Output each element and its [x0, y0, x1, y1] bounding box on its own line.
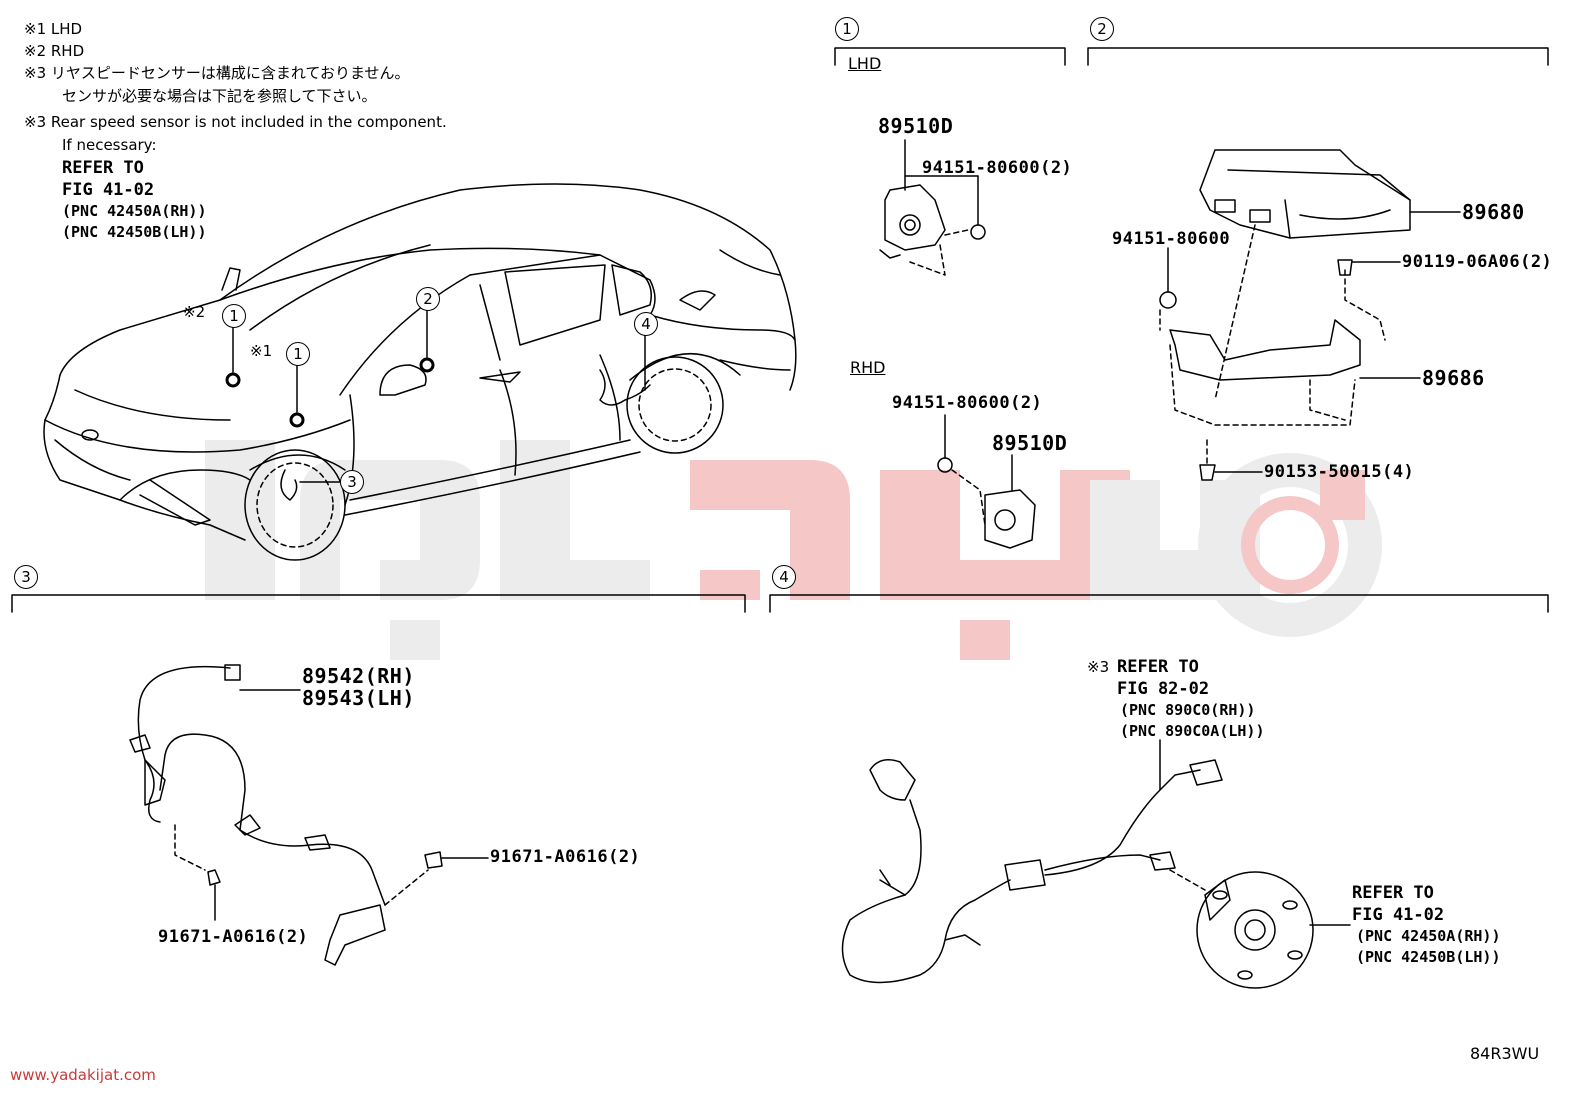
section4-pnc-lh: (PNC 890C0A(LH)) [1120, 722, 1265, 740]
section4-rear-wire-hub [841, 739, 1351, 989]
section1-lhd-label: LHD [848, 54, 882, 73]
section2-nut-number: 94151-80600 [1112, 229, 1231, 249]
section2-bolt2-number: 90153-50015(4) [1264, 462, 1415, 482]
section4-fig: FIG 82-02 [1117, 679, 1210, 699]
diagram-code: 84R3WU [1470, 1044, 1540, 1063]
note-rear-sensor-ja-1: ※3 リヤスピードセンサーは構成に含まれておりません。 [24, 64, 410, 82]
car-illustration [43, 183, 797, 561]
section1-number: 1 [835, 17, 859, 41]
car-lhd-mark: ※1 [250, 342, 273, 360]
car-callout-1-lhd[interactable]: 1 [286, 342, 310, 366]
section1-lhd-nut-number: 94151-80600(2) [922, 158, 1073, 178]
section2-computer-number: 89680 [1462, 200, 1525, 224]
section4-mark: ※3 [1087, 658, 1110, 676]
note-pnc-lh: (PNC 42450B(LH)) [62, 223, 207, 241]
section4-pnc2-rh: (PNC 42450A(RH)) [1356, 927, 1501, 945]
section3-frame [11, 594, 746, 613]
section4-frame [769, 594, 1549, 613]
section1-rhd-label: RHD [850, 358, 886, 377]
section3-bolt-right: 91671-A0616(2) [490, 847, 641, 867]
section4-refer-to: REFER TO [1117, 657, 1199, 677]
section4-pnc-rh: (PNC 890C0(RH)) [1120, 701, 1256, 719]
section4-pnc2-lh: (PNC 42450B(LH)) [1356, 948, 1501, 966]
section4-refer-to-2: REFER TO [1352, 883, 1434, 903]
note-pnc-rh: (PNC 42450A(RH)) [62, 202, 207, 220]
section1-rhd-part-number: 89510D [992, 431, 1068, 455]
section4-fig-2: FIG 41-02 [1352, 905, 1445, 925]
note-fig: FIG 41-02 [62, 180, 155, 200]
note-rear-sensor-en-2: If necessary: [62, 136, 157, 154]
section1-rhd-sensor [937, 414, 1036, 549]
section2-bolt1-number: 90119-06A06(2) [1402, 252, 1553, 272]
section3-front-sensor-wire [129, 664, 489, 966]
note-refer-to: REFER TO [62, 158, 144, 178]
section2-bracket-number: 89686 [1422, 366, 1485, 390]
section1-lhd-sensor [879, 139, 986, 276]
section2-bracket [1159, 224, 1421, 481]
section1-frame [834, 47, 1066, 66]
section3-part-lh: 89543(LH) [302, 686, 415, 710]
note-rear-sensor-ja-2: センサが必要な場合は下記を参照して下さい。 [62, 87, 377, 105]
section2-frame [1087, 47, 1549, 66]
watermark-logo [205, 440, 1382, 660]
website-link[interactable]: www.yadakijat.com [10, 1066, 156, 1084]
note-rear-sensor-en-1: ※3 Rear speed sensor is not included in … [24, 113, 447, 131]
section3-bolt-left: 91671-A0616(2) [158, 927, 309, 947]
car-callout-3[interactable]: 3 [340, 470, 364, 494]
car-callout-1-rhd[interactable]: 1 [222, 304, 246, 328]
note-lhd: ※1 LHD [24, 20, 83, 38]
section3-number: 3 [14, 565, 38, 589]
section1-rhd-nut-number: 94151-80600(2) [892, 393, 1043, 413]
section4-number: 4 [772, 565, 796, 589]
car-rhd-mark: ※2 [183, 303, 206, 321]
note-rhd: ※2 RHD [24, 42, 85, 60]
section1-lhd-part-number: 89510D [878, 114, 954, 138]
car-callout-4[interactable]: 4 [634, 312, 658, 336]
section3-part-rh: 89542(RH) [302, 664, 415, 688]
car-callout-2[interactable]: 2 [416, 287, 440, 311]
section2-computer [1199, 149, 1461, 239]
section2-number: 2 [1090, 17, 1114, 41]
